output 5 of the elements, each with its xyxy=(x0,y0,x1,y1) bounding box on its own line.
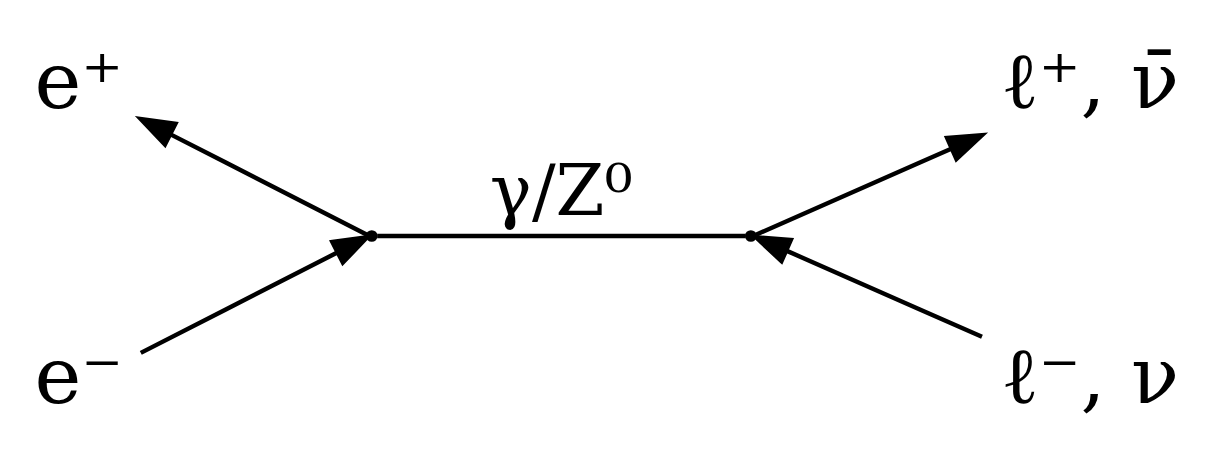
edge-label: γ/Z⁰ xyxy=(489,150,633,233)
node-text: e⁻ xyxy=(34,328,124,422)
node-text: ℓ⁺, ν̄ xyxy=(1000,33,1180,127)
node-text: ℓ⁻, ν xyxy=(1000,328,1180,422)
node-text: e⁺ xyxy=(34,33,124,127)
